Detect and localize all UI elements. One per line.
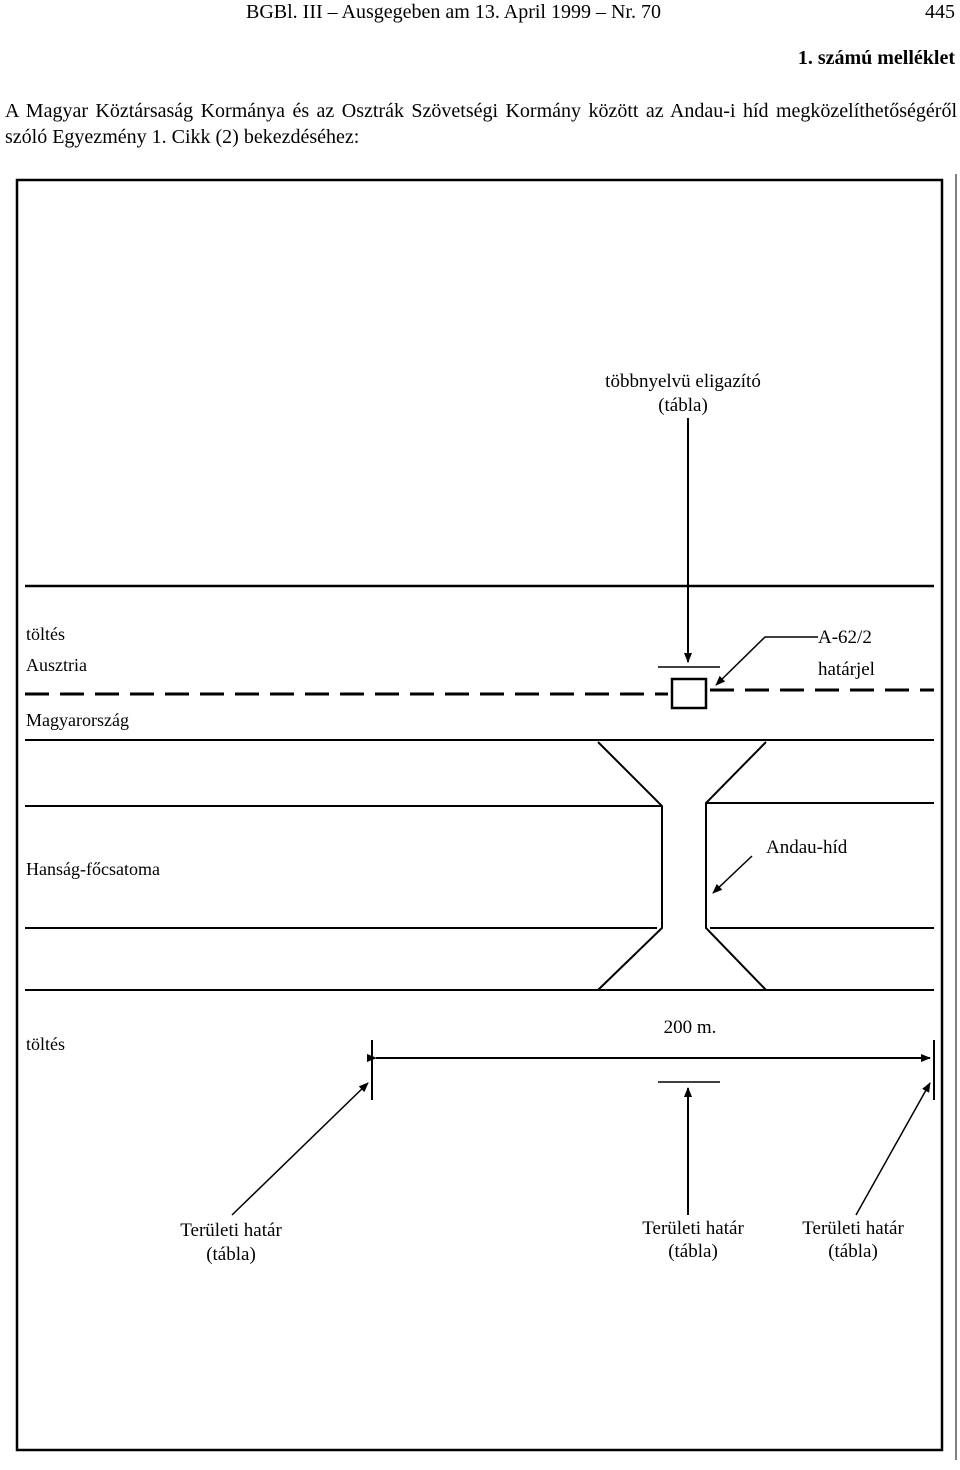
diagram-frame — [15, 178, 944, 1452]
label-austria: Ausztria — [26, 655, 87, 675]
territorial-sign-left-arrow — [231, 1082, 369, 1216]
bridge-outline-right — [705, 741, 767, 991]
label-bridge: Andau-híd — [766, 837, 848, 858]
bridge-location-diagram: többnyelvü eligazító (tábla) töltés Ausz… — [15, 174, 957, 1460]
territorial-sign-mid-line2: (tábla) — [668, 1241, 718, 1262]
territorial-sign-right-arrow — [855, 1082, 931, 1216]
distance-label: 200 m. — [664, 1017, 717, 1038]
intro-paragraph: A Magyar Köztársaság Kormánya és az Oszt… — [5, 100, 957, 148]
territorial-sign-right-line1: Területi határ — [802, 1218, 904, 1239]
marker-leader — [715, 636, 818, 686]
territorial-sign-right-line2: (tábla) — [828, 1241, 878, 1262]
bridge-leader — [712, 855, 753, 894]
page-number: 445 — [925, 1, 955, 23]
annex-label: 1. számú melléklet — [797, 47, 955, 69]
sign-multilingual-line2: (tábla) — [658, 395, 708, 416]
label-canal: Hanság-főcsatoma — [26, 859, 160, 879]
label-toltes-top: töltés — [26, 624, 65, 644]
territorial-sign-mid-line1: Területi határ — [642, 1218, 744, 1239]
label-hungary: Magyarország — [26, 710, 129, 730]
sign-multilingual-line1: többnyelvü eligazító — [605, 371, 761, 392]
marker-label: határjel — [818, 659, 875, 680]
territorial-sign-left-line1: Területi határ — [180, 1220, 282, 1241]
bridge-outline-left — [597, 741, 663, 991]
territorial-sign-left-line2: (tábla) — [206, 1244, 256, 1265]
label-toltes-bottom: töltés — [26, 1034, 65, 1054]
border-marker-stone — [670, 677, 708, 710]
running-head: BGBl. III – Ausgegeben am 13. April 1999… — [246, 1, 661, 23]
marker-code: A-62/2 — [818, 627, 872, 648]
